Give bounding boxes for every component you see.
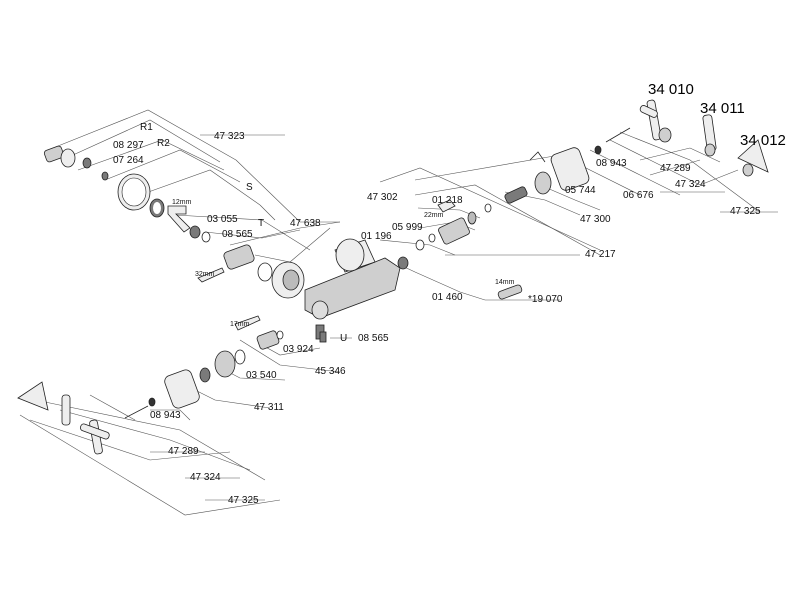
label-47311: 47 311 [254, 402, 284, 413]
label-47638: 47 638 [290, 218, 321, 229]
label-08565b: 08 565 [358, 333, 389, 344]
label-r2: R2 [157, 138, 170, 149]
label-01460: 01 460 [432, 292, 463, 303]
pin-14mm [497, 284, 523, 300]
label-08943a: 08 943 [596, 158, 627, 169]
label-01218: 01 218 [432, 195, 463, 206]
parts [17, 99, 769, 455]
label-34012: 34 012 [740, 132, 786, 149]
label-06676: 06 676 [623, 190, 654, 201]
label-03924: 03 924 [283, 344, 314, 355]
inlet-fitting-left [43, 145, 109, 181]
label-47325b: 47 325 [228, 495, 259, 506]
label-08943b: 08 943 [150, 410, 181, 421]
label-08297: 08 297 [113, 140, 144, 151]
label-19070: *19 070 [528, 294, 563, 305]
label-47289b: 47 289 [168, 446, 199, 457]
label-34010: 34 010 [648, 81, 694, 98]
key-22mm [437, 199, 456, 213]
label-47324b: 47 324 [190, 472, 221, 483]
label-45346: 45 346 [315, 366, 346, 377]
label-s: S [246, 182, 253, 193]
label-32mm: 32mm [195, 271, 215, 278]
label-47324a: 47 324 [675, 179, 706, 190]
label-47323: 47 323 [214, 131, 245, 142]
part-08565a [201, 231, 211, 243]
label-08565a: 08 565 [222, 229, 253, 240]
label-03055: 03 055 [207, 214, 238, 225]
handle-34011 [702, 114, 717, 157]
handle-34010 [639, 99, 672, 143]
label-47302: 47 302 [367, 192, 398, 203]
label-03540: 03 540 [246, 370, 277, 381]
sleeve-t [223, 244, 273, 282]
handle-parts-right [504, 127, 631, 204]
label-r1: R1 [140, 122, 153, 133]
hex-key-12mm [167, 205, 191, 233]
wrench-32mm [197, 267, 225, 283]
rosette-left [271, 261, 305, 299]
part-labels: R1 R2 08 297 07 264 47 323 S T 03 055 08… [113, 81, 786, 506]
cartridge-left [124, 315, 284, 419]
label-47289a: 47 289 [660, 163, 691, 174]
mixer-body [304, 238, 401, 340]
handle-34012 [737, 139, 769, 177]
label-u: U [340, 333, 347, 344]
label-01196: 01 196 [361, 231, 392, 242]
label-34011: 34 011 [700, 100, 745, 117]
label-05744: 05 744 [565, 185, 596, 196]
handle-left [17, 381, 110, 455]
label-12mm: 12mm [172, 199, 192, 206]
label-05999: 05 999 [392, 222, 423, 233]
label-t: T [258, 218, 264, 229]
label-47217: 47 217 [585, 249, 616, 260]
label-47325a: 47 325 [730, 206, 761, 217]
part-03055 [189, 225, 201, 239]
label-14mm: 14mm [495, 279, 515, 286]
label-17mm: 17mm [230, 321, 250, 328]
wall-ring-left [117, 173, 165, 218]
label-22mm: 22mm [424, 212, 444, 219]
cartridge-right [397, 203, 492, 270]
label-47300: 47 300 [580, 214, 611, 225]
label-07264: 07 264 [113, 155, 144, 166]
key-17mm [234, 315, 261, 331]
screw-u [319, 331, 327, 343]
